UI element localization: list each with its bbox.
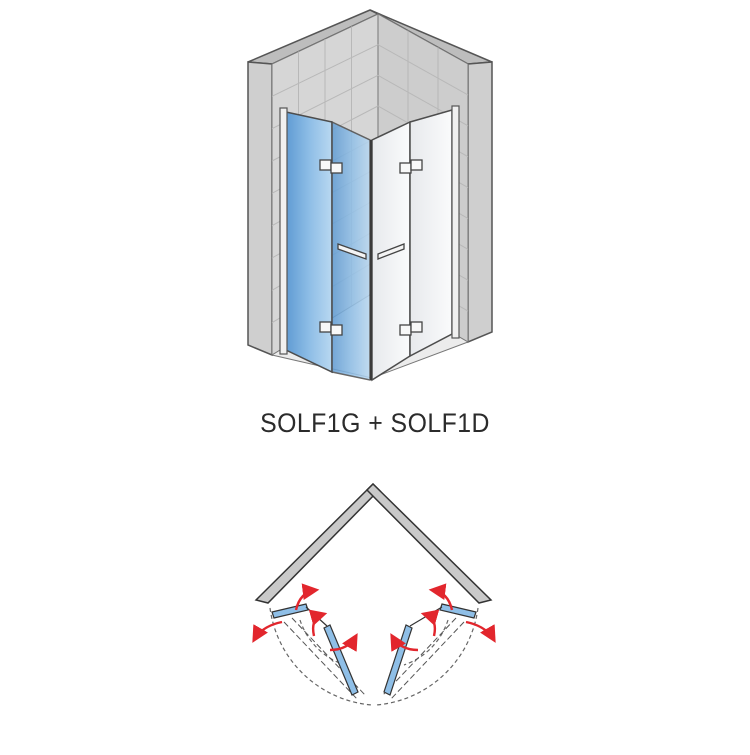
plan-left-door-panel-1 [271, 603, 309, 619]
tile-line-right-h [377, 44, 469, 96]
swing-arc-right-inner [403, 619, 449, 666]
arrow-left-inner [329, 633, 358, 652]
hinge-right-bottom-2 [410, 321, 423, 333]
model-caption: SOLF1G + SOLF1D [260, 408, 490, 438]
handles [337, 243, 405, 260]
left-wall-edge [247, 61, 273, 357]
swing-arcs [269, 607, 479, 706]
plan-left-door-panel-2 [323, 624, 359, 696]
right-wall-profile [451, 105, 460, 339]
hinge-left-bottom [319, 321, 332, 333]
hinge-left-top [319, 159, 332, 171]
right-door-outer-panel [409, 109, 453, 358]
arrow-right-top [428, 583, 454, 611]
plan-wall-right [365, 482, 493, 604]
arrow-left-top [294, 583, 320, 611]
handle-right [377, 243, 405, 260]
arrow-right-inner [390, 633, 419, 652]
arrow-right-outer [465, 620, 496, 643]
plan-right-door-panel-2 [383, 624, 413, 696]
plan-wall-left [254, 482, 381, 604]
hinge-right-top-2 [410, 159, 423, 171]
left-door-outer-panel [285, 111, 333, 374]
swing-plan-view [252, 482, 496, 706]
plan-left-door-link [305, 606, 328, 627]
swing-arrows [252, 583, 496, 652]
enclosure-3d-view [247, 9, 493, 382]
plan-right-door-link [409, 606, 443, 627]
plan-right-door-panel-1 [439, 603, 477, 619]
plan-left-door [271, 603, 359, 696]
arrow-left-middle [308, 609, 328, 637]
fold-guide-left-1 [283, 621, 359, 701]
right-wall-edge [467, 61, 493, 344]
hinge-right-bottom [399, 324, 412, 336]
handle-left [337, 243, 367, 260]
hinge-left-top-2 [330, 162, 343, 174]
hinge-left-bottom-2 [330, 324, 343, 336]
arrow-left-outer [252, 620, 283, 643]
hinges [319, 159, 423, 336]
hinge-right-top [399, 162, 412, 174]
arrow-right-middle [420, 609, 440, 637]
fold-guides [283, 617, 465, 701]
left-wall-profile [279, 107, 288, 355]
